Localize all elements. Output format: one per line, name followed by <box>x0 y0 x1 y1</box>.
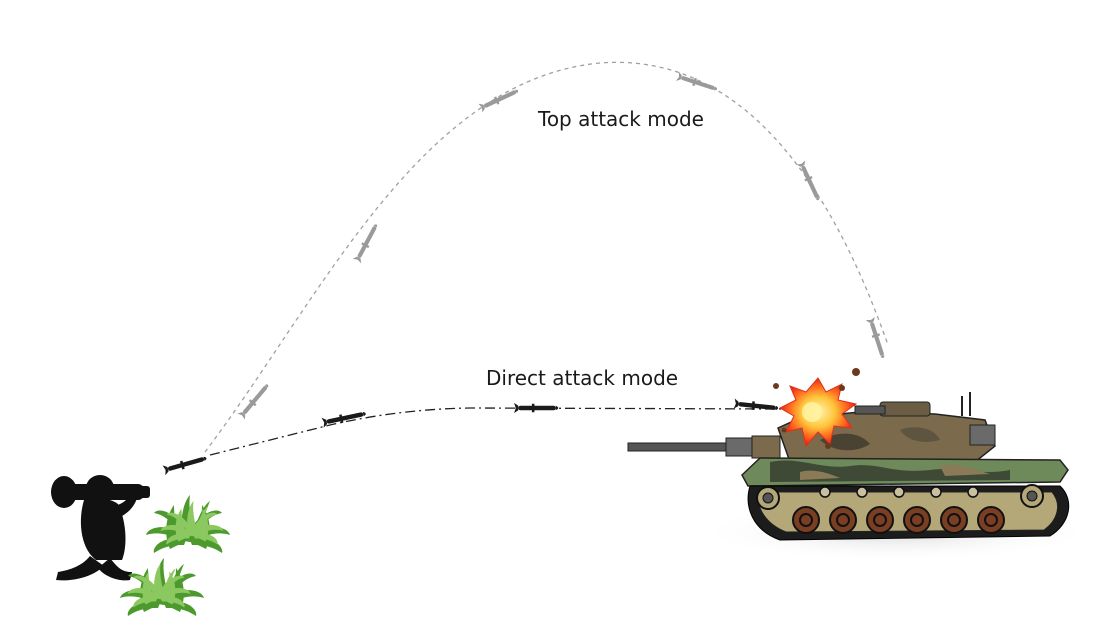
direct-attack-missiles <box>162 398 779 476</box>
explosion <box>773 368 860 449</box>
tank <box>627 392 1070 541</box>
bush-lower <box>120 558 204 616</box>
top-attack-label: Top attack mode <box>538 107 704 131</box>
top-attack-trajectory <box>204 61 889 453</box>
bush-upper <box>146 495 230 553</box>
soldier-silhouette <box>51 475 150 581</box>
direct-attack-label: Direct attack mode <box>486 366 679 390</box>
direct-attack-trajectory <box>209 407 786 456</box>
